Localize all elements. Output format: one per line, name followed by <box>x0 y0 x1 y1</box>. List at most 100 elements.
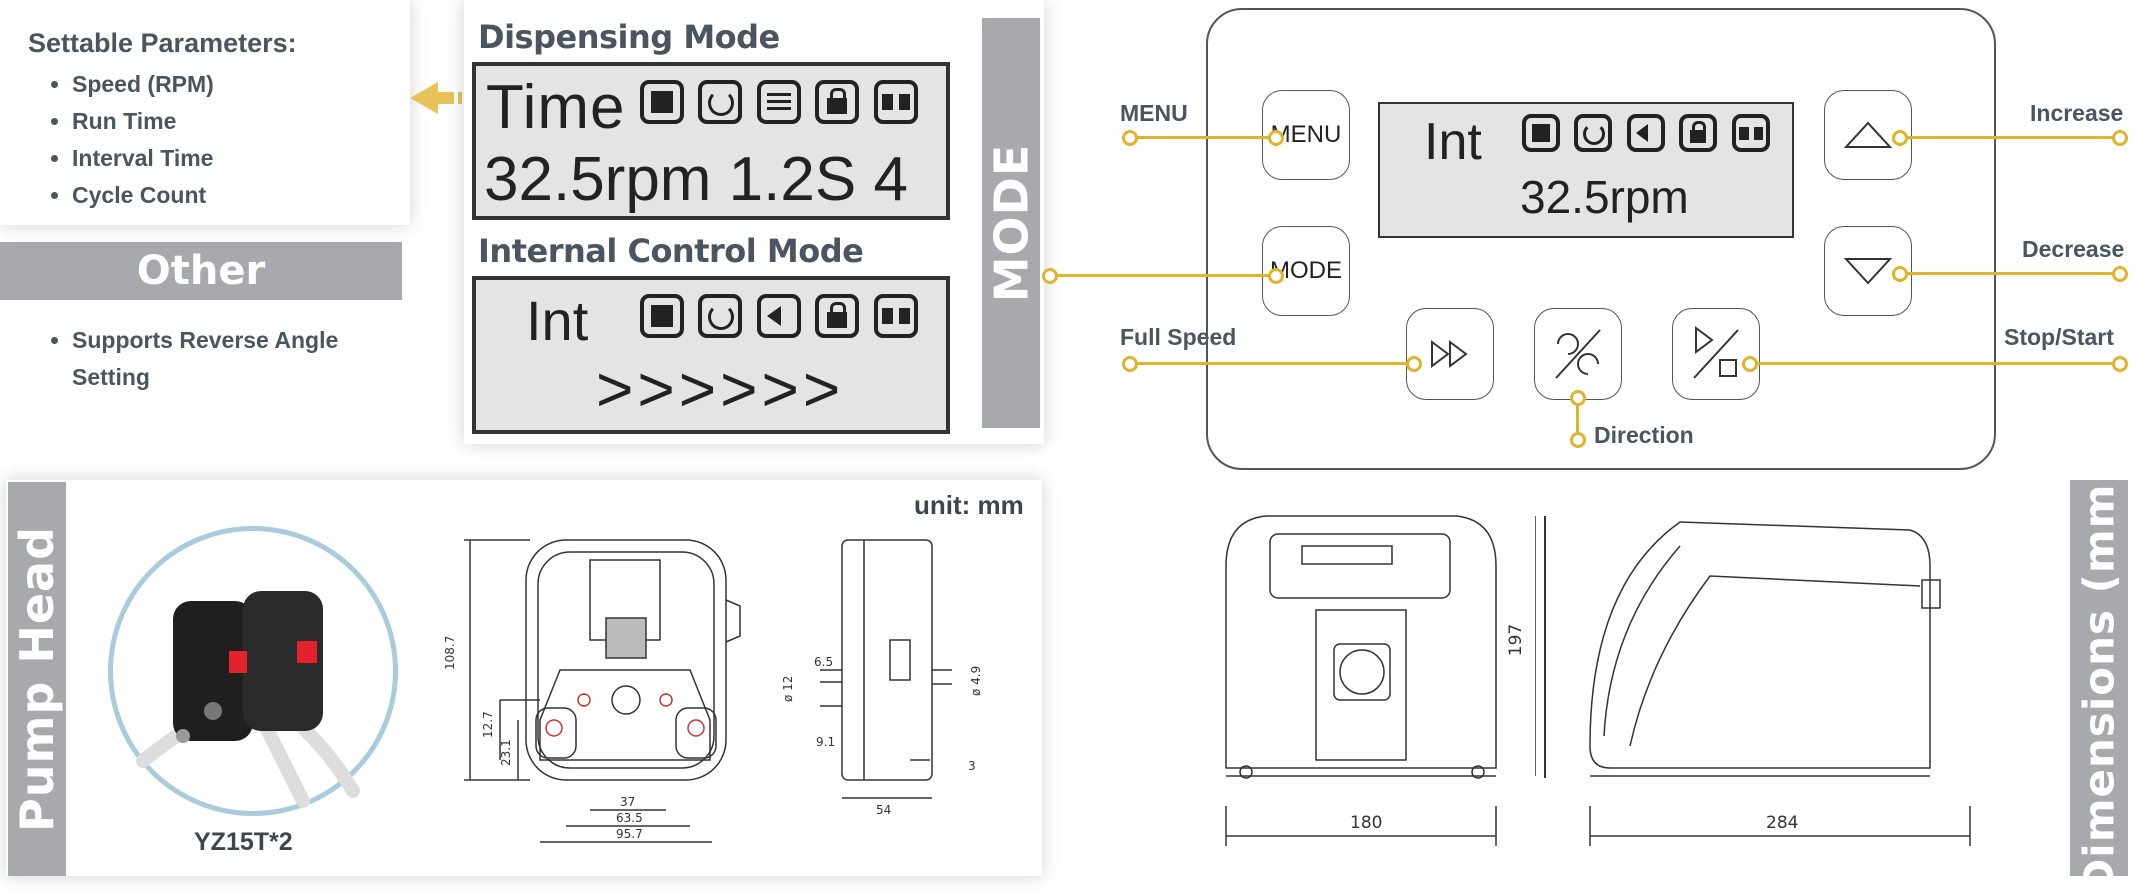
dim-width: 180 <box>1350 813 1382 833</box>
pump-head-front-drawing: 108.7 12.7 23.1 37 63.5 95.7 <box>443 539 741 843</box>
dim-label: ø 4.9 <box>969 666 983 696</box>
param-item: Cycle Count <box>72 177 214 214</box>
callout-line <box>1050 274 1276 277</box>
dim-label: ø 12 <box>781 676 795 702</box>
dim-label: 54 <box>876 803 891 817</box>
lcd-icon-row <box>640 80 928 124</box>
dimensions-bar-label: Dimensions (mm) <box>2074 462 2124 893</box>
callout-dot <box>1268 268 1284 284</box>
dim-label: 63.5 <box>616 811 643 825</box>
rotate-icon <box>698 80 743 124</box>
motor-icon <box>873 80 918 124</box>
param-item: Speed (RPM) <box>72 66 214 103</box>
direction-button[interactable] <box>1534 308 1622 400</box>
callout-dot <box>1570 390 1586 406</box>
callout-menu: MENU <box>1120 100 1188 126</box>
lcd-line2: 32.5rpm 1.2S 4 <box>484 145 908 214</box>
dim-depth: 284 <box>1766 813 1798 833</box>
callout-dot <box>1268 130 1284 146</box>
pump-head-illustration <box>136 591 360 808</box>
stop-icon <box>640 294 684 338</box>
panel-display: Int 32.5rpm <box>1378 102 1794 238</box>
dimensions-front-drawing: 180 <box>1225 515 1536 846</box>
triangle-up-icon <box>1843 121 1893 148</box>
lcd-icon-row <box>640 294 928 338</box>
other-header: Other <box>0 242 402 300</box>
stop-start-button[interactable] <box>1672 308 1760 400</box>
callout-dot <box>2112 266 2128 282</box>
motor-icon <box>1731 114 1770 152</box>
display-line1: Int <box>1424 113 1482 171</box>
callout-dot <box>1122 356 1138 372</box>
dispensing-mode-lcd: Time 32.5rpm 1.2S 4 <box>472 62 950 220</box>
arrow-left-icon <box>410 82 462 114</box>
callout-dot <box>1742 356 1758 372</box>
dim-label: 12.7 <box>481 711 495 738</box>
settable-parameters-list: Speed (RPM) Run Time Interval Time Cycle… <box>28 66 214 214</box>
dim-label: 95.7 <box>616 827 643 841</box>
speaker-icon <box>756 294 801 338</box>
stop-icon <box>640 80 684 124</box>
callout-dot <box>1570 432 1586 448</box>
callout-stop-start: Stop/Start <box>2004 324 2114 350</box>
dim-label: 3 <box>968 759 976 773</box>
pump-head-side-drawing: 6.5 ø 12 9.1 ø 4.9 54 3 <box>781 539 983 817</box>
dim-height: 197 <box>1506 623 1527 657</box>
settable-parameters-card: Settable Parameters: Speed (RPM) Run Tim… <box>0 0 410 225</box>
direction-icon <box>1555 329 1601 379</box>
lcd-line1: Int <box>526 289 589 352</box>
settable-parameters-title: Settable Parameters: <box>28 28 297 58</box>
play-stop-icon <box>1693 326 1739 379</box>
dimensions-side-bar: Dimensions (mm) <box>2070 463 2128 893</box>
dimensions-side-drawing: 284 <box>1589 521 1971 846</box>
callout-line <box>1900 272 2118 275</box>
internal-mode-title: Internal Control Mode <box>478 232 864 270</box>
display-icon-row <box>1522 114 1780 152</box>
pump-head-model: YZ15T*2 <box>194 828 293 856</box>
dim-label: 23.1 <box>499 739 513 766</box>
lock-icon <box>815 80 860 124</box>
dim-label: 37 <box>620 795 635 809</box>
rotate-icon <box>1574 114 1613 152</box>
dim-label: 9.1 <box>816 735 835 749</box>
callout-line <box>1750 362 2118 365</box>
callout-full-speed: Full Speed <box>1120 324 1237 350</box>
callout-dot <box>1122 130 1138 146</box>
callout-decrease: Decrease <box>2022 236 2125 262</box>
other-title: Other <box>136 248 266 294</box>
lock-icon <box>1679 114 1718 152</box>
fast-forward-icon <box>1431 340 1468 368</box>
display-line2: 32.5rpm <box>1520 171 1689 223</box>
mode-side-bar: MODE <box>982 18 1040 428</box>
callout-dot <box>2112 356 2128 372</box>
dim-label: 6.5 <box>814 655 833 669</box>
callout-dot <box>1892 266 1908 282</box>
full-speed-button[interactable] <box>1406 308 1494 400</box>
pump-head-bar-label: Pump Head <box>10 525 65 833</box>
dim-label: 108.7 <box>443 636 457 670</box>
param-item: Run Time <box>72 103 214 140</box>
filter-icon <box>756 80 801 124</box>
lcd-line2: >>>>>> <box>596 353 845 425</box>
callout-line <box>1130 362 1414 365</box>
callout-dot <box>2112 130 2128 146</box>
stop-icon <box>1522 114 1560 152</box>
callout-dot <box>1406 356 1422 372</box>
callout-increase: Increase <box>2030 100 2124 126</box>
other-item: Supports Reverse Angle Setting <box>72 322 402 396</box>
callout-dot <box>1892 130 1908 146</box>
callout-dot <box>1042 268 1058 284</box>
param-item: Interval Time <box>72 140 214 177</box>
menu-button[interactable]: MENU <box>1262 90 1350 180</box>
triangle-down-icon <box>1843 258 1893 285</box>
callout-line <box>1900 136 2118 139</box>
rotate-icon <box>698 294 743 338</box>
mode-bar-label: MODE <box>984 143 1038 303</box>
unit-label: unit: mm <box>914 490 1024 520</box>
pump-head-photo <box>108 526 398 816</box>
lock-icon <box>815 294 860 338</box>
other-list: Supports Reverse Angle Setting <box>28 322 402 396</box>
control-panel <box>1206 8 1996 470</box>
pump-head-side-bar: Pump Head <box>8 482 66 876</box>
callout-line <box>1576 392 1579 438</box>
